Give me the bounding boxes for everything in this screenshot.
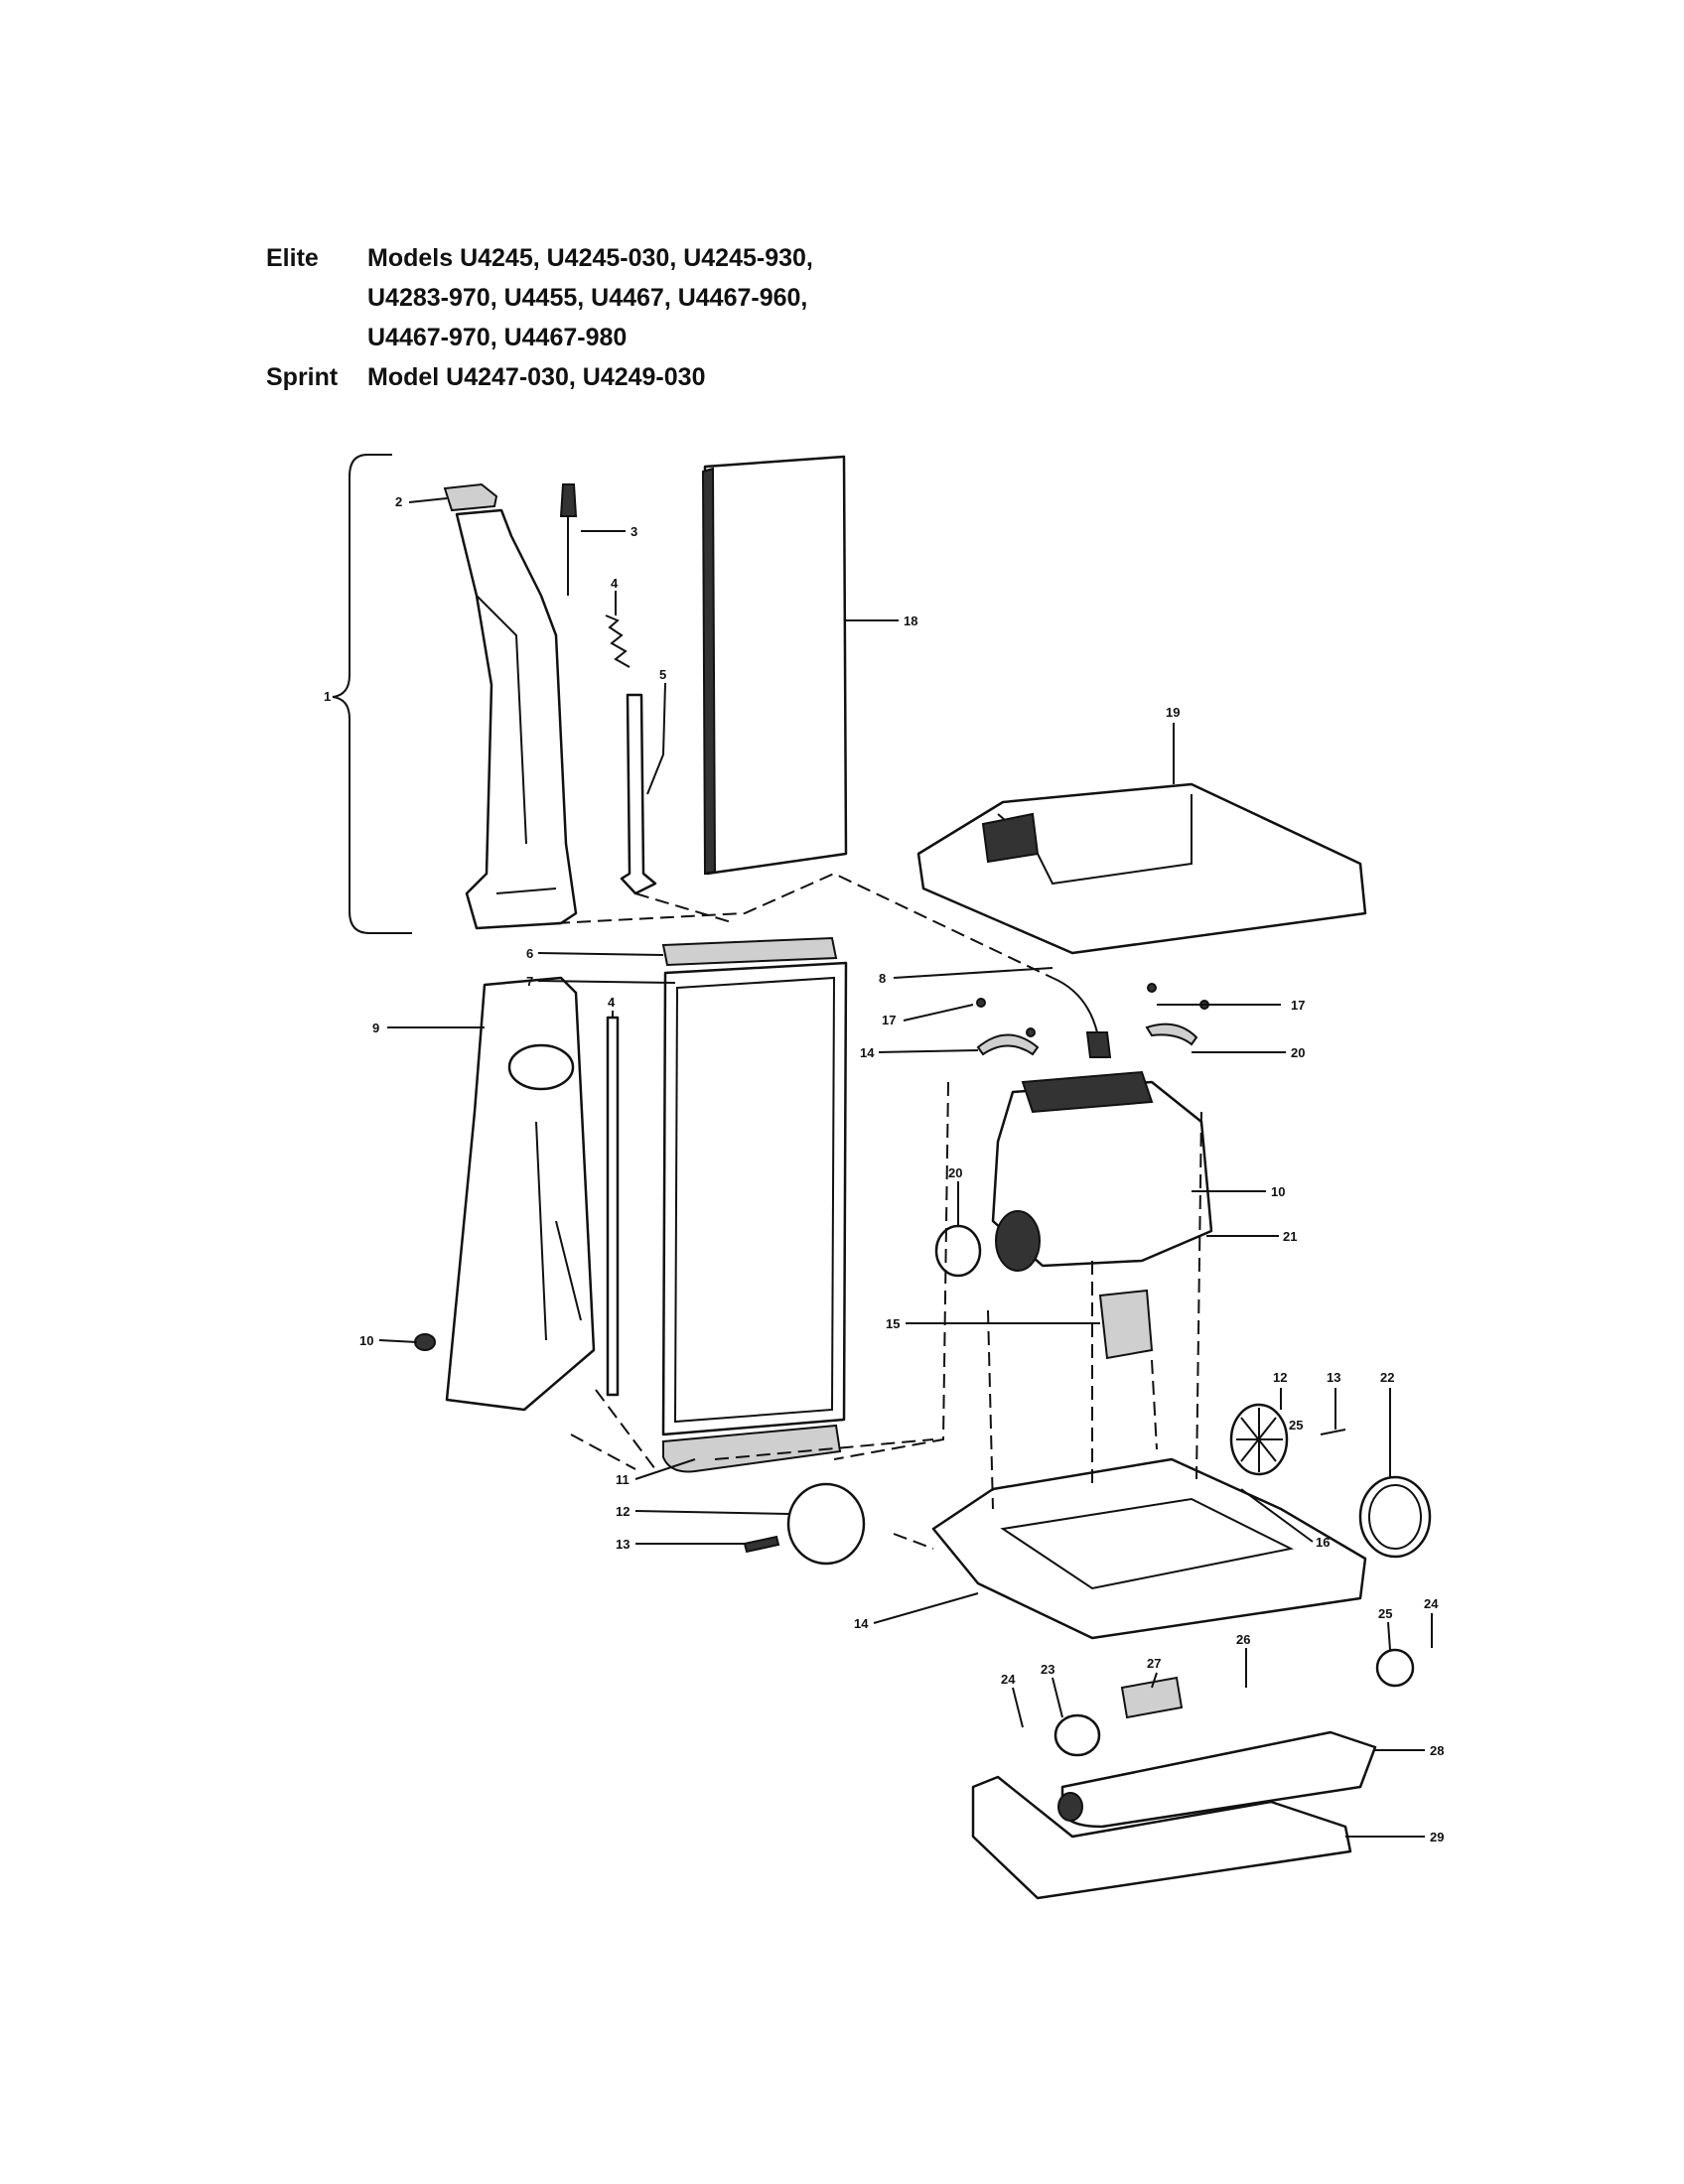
callout-20-left: 20 xyxy=(948,1165,962,1180)
motor-bracket-right xyxy=(1145,1023,1198,1046)
callout-14-base: 14 xyxy=(854,1616,869,1631)
housing-port xyxy=(507,1043,575,1091)
callout-7: 7 xyxy=(526,974,533,989)
callout-9: 9 xyxy=(372,1021,379,1035)
callout-25-left: 25 xyxy=(1289,1418,1303,1433)
elite-models-line-3: U4467-970, U4467-980 xyxy=(367,324,628,351)
cord-clip xyxy=(414,1333,436,1351)
callout-4-rod: 4 xyxy=(608,995,616,1010)
callout-26: 26 xyxy=(1236,1632,1250,1647)
callout-23: 23 xyxy=(1041,1662,1054,1677)
handle-detail xyxy=(476,595,557,894)
callout-28: 28 xyxy=(1430,1743,1444,1758)
gasket-ring xyxy=(934,1224,982,1278)
callout-6: 6 xyxy=(526,946,533,961)
motor-bracket-left xyxy=(976,1033,1040,1056)
screw-left xyxy=(976,998,986,1008)
model-header: Elite Models U4245, U4245-030, U4245-930… xyxy=(0,238,993,397)
hood-cover xyxy=(916,782,1367,955)
group-bracket xyxy=(332,454,412,934)
callout-13-left: 13 xyxy=(616,1537,630,1552)
callout-17-left: 17 xyxy=(882,1013,896,1027)
callout-17-right: 17 xyxy=(1291,998,1305,1013)
assembly-lines xyxy=(555,872,1202,1550)
callout-22: 22 xyxy=(1380,1370,1394,1385)
callout-2: 2 xyxy=(395,494,402,509)
belt-guard xyxy=(1120,1676,1184,1719)
callout-10-left: 10 xyxy=(359,1333,373,1348)
latch-spring xyxy=(605,614,631,668)
callout-25-right: 25 xyxy=(1378,1606,1392,1621)
bag-door-edge xyxy=(701,467,717,876)
front-wheel-left xyxy=(786,1482,866,1566)
belt-ring xyxy=(1358,1475,1432,1559)
base-inner xyxy=(1000,1497,1295,1590)
bag-panel xyxy=(661,961,848,1436)
screw-right xyxy=(1147,983,1157,993)
callout-13-right: 13 xyxy=(1327,1370,1340,1385)
wand-tube xyxy=(620,693,657,895)
callout-24-right: 24 xyxy=(1424,1596,1439,1611)
end-cap-left xyxy=(1053,1713,1101,1757)
callout-15: 15 xyxy=(886,1316,900,1331)
switch-block xyxy=(1085,1031,1112,1058)
bag-door-panel xyxy=(703,455,848,876)
wheel-axle-right xyxy=(1320,1429,1346,1435)
housing-channel xyxy=(535,1121,582,1341)
switch-cord xyxy=(1052,977,1098,1033)
callout-20-right: 20 xyxy=(1291,1045,1305,1060)
callout-16: 16 xyxy=(1316,1535,1330,1550)
callout-27: 27 xyxy=(1147,1656,1161,1671)
handle-grip xyxy=(443,482,498,512)
motor-housing xyxy=(991,1080,1213,1268)
callout-11: 11 xyxy=(616,1472,630,1487)
swivel-mount xyxy=(1098,1289,1154,1360)
callout-29: 29 xyxy=(1430,1830,1444,1844)
callout-19: 19 xyxy=(1166,705,1180,720)
base-housing xyxy=(931,1457,1367,1640)
wheel-axle-left xyxy=(743,1535,780,1554)
elite-models-line-2: U4283-970, U4455, U4467, U4467-960, xyxy=(367,284,808,312)
callout-1: 1 xyxy=(324,689,331,704)
bottom-plate xyxy=(971,1775,1352,1900)
agitator-end xyxy=(1057,1792,1083,1822)
bag-panel-inner xyxy=(673,976,836,1424)
callout-12-left: 12 xyxy=(616,1504,630,1519)
callout-24-left: 24 xyxy=(1001,1672,1016,1687)
sprint-models-line: Model U4247-030, U4249-030 xyxy=(367,363,706,391)
callout-8: 8 xyxy=(879,971,886,986)
elite-label: Elite xyxy=(266,244,319,272)
callout-10-right: 10 xyxy=(1271,1184,1285,1199)
motor-fan-port xyxy=(995,1210,1041,1272)
callout-18: 18 xyxy=(904,614,917,628)
rear-housing xyxy=(445,976,596,1412)
elite-models-line-1: Models U4245, U4245-030, U4245-930, xyxy=(367,244,813,272)
end-cap-right xyxy=(1375,1648,1415,1688)
belt-ring-inner xyxy=(1368,1484,1422,1550)
hood-logo xyxy=(981,812,1040,864)
support-rod xyxy=(606,1016,620,1397)
cord-plug xyxy=(559,483,578,517)
screw-mid xyxy=(1026,1027,1036,1037)
sprint-label: Sprint xyxy=(266,363,339,391)
upper-handle xyxy=(455,508,578,930)
callout-14-top: 14 xyxy=(860,1045,875,1060)
callout-21: 21 xyxy=(1283,1229,1297,1244)
callout-5: 5 xyxy=(659,667,666,682)
callouts: 1 2 3 4 5 6 7 8 9 4 10 10 11 12 12 13 13… xyxy=(324,494,1444,1844)
callout-3: 3 xyxy=(631,524,637,539)
motor-top xyxy=(1021,1070,1154,1114)
housing-top-bar xyxy=(661,936,838,967)
callout-12-right: 12 xyxy=(1273,1370,1287,1385)
callout-4-top: 4 xyxy=(611,576,619,591)
wheel-spokes xyxy=(1236,1408,1283,1472)
hose-connector xyxy=(662,1424,842,1473)
